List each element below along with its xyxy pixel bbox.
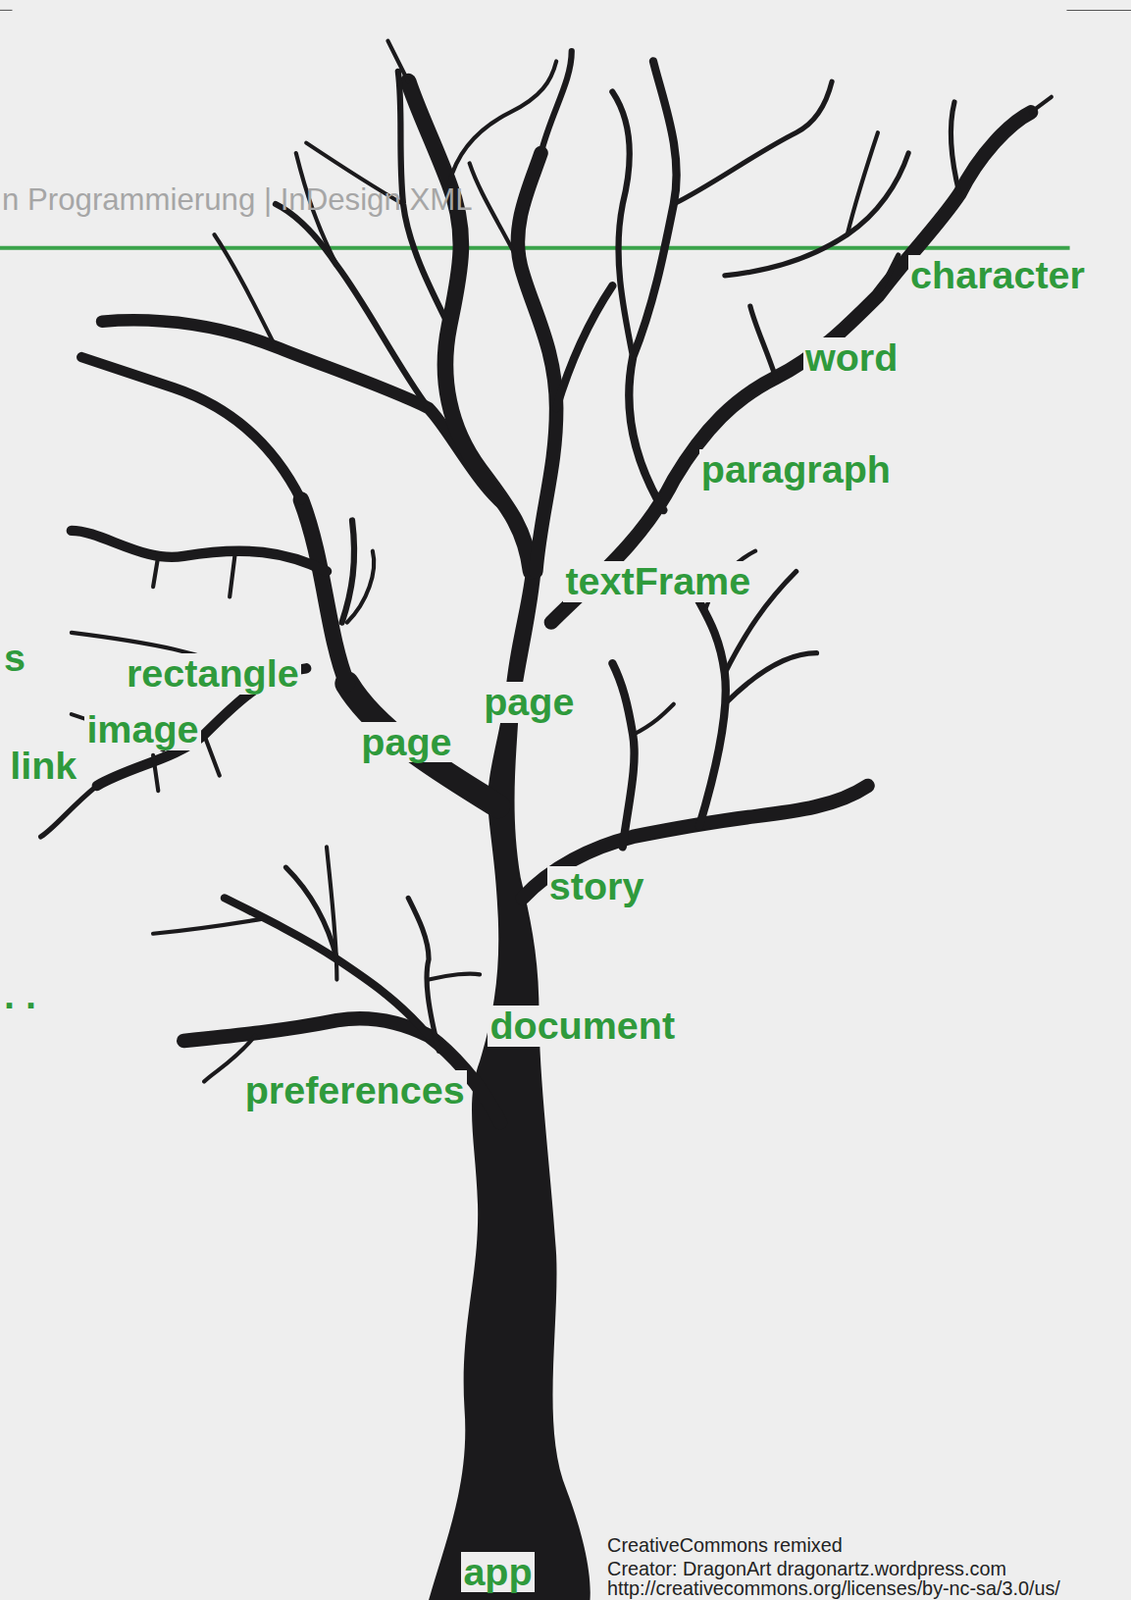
twig (214, 234, 276, 347)
branch (628, 60, 676, 511)
twig (750, 306, 776, 378)
tree-label: document (487, 1005, 677, 1047)
twig (387, 41, 409, 83)
twig (724, 653, 818, 705)
credit-text: CreativeCommons remixed (605, 1535, 845, 1557)
branch (517, 153, 557, 571)
twig (153, 918, 265, 934)
branch (301, 500, 348, 684)
credit-text: http://creativecommons.org/licenses/by-n… (605, 1578, 1063, 1600)
tree-label: word (803, 337, 900, 379)
tree-label: link (7, 745, 79, 787)
tree-label: app (461, 1551, 534, 1594)
twig (632, 704, 674, 735)
branch (408, 81, 531, 571)
header-text: n Programmierung | InDesign XML (0, 183, 475, 216)
twig (1030, 97, 1052, 113)
tree-label: paragraph (699, 449, 893, 491)
branch (71, 530, 327, 572)
twig (847, 132, 878, 235)
twig (229, 556, 235, 598)
tree-label: rectangle (124, 653, 302, 695)
tree-label: textFrame (563, 561, 753, 603)
branch (347, 683, 499, 807)
twig (204, 734, 220, 776)
tree-label: story (547, 866, 647, 908)
branch (612, 663, 634, 847)
twig (342, 519, 355, 622)
tree-label: page (481, 681, 576, 723)
crop-mark (0, 9, 12, 11)
twig (673, 81, 832, 205)
branch (694, 591, 726, 826)
tree-label: image (84, 709, 201, 751)
twig (408, 897, 439, 1051)
twig (153, 556, 158, 587)
twig (951, 102, 961, 195)
tree-label: character (908, 255, 1087, 297)
tree-label: . . (1, 975, 39, 1017)
twig (326, 846, 337, 979)
twig (877, 255, 899, 297)
branch (183, 1018, 501, 1123)
branch (81, 357, 302, 501)
branch (41, 785, 98, 837)
branch (556, 285, 613, 409)
tree-label: preferences (243, 1070, 467, 1112)
tree (41, 41, 1052, 1600)
twig (724, 153, 909, 276)
twig (469, 162, 521, 265)
twig (347, 551, 374, 623)
tree-label: page (359, 721, 454, 764)
credit-text: Creator: DragonArt dragonartz.wordpress.… (605, 1558, 1009, 1581)
twig (541, 51, 572, 154)
crop-mark (1066, 9, 1131, 11)
branch (275, 204, 429, 409)
twig (428, 974, 480, 980)
branch (612, 92, 633, 358)
twig (153, 755, 158, 791)
tree-label: s (1, 637, 28, 679)
